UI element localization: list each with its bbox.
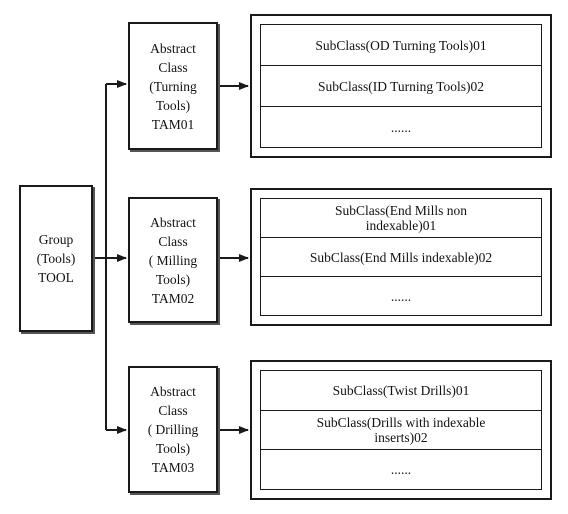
abstract-line: Tools): [155, 97, 191, 113]
subclass-row: ......: [261, 450, 541, 489]
group-line: (Tools): [36, 251, 76, 266]
abstract-line: (Turning: [149, 78, 197, 94]
abstract-line: Tools): [155, 271, 191, 287]
subclass-panel-drilling: SubClass(Twist Drills)01 SubClass(Drills…: [250, 360, 552, 500]
subclass-row: ......: [261, 277, 541, 315]
subclass-row: SubClass(Drills with indexable inserts)0…: [261, 411, 541, 451]
group-line: TOOL: [38, 270, 74, 285]
subclass-label: SubClass(ID Turning Tools)02: [317, 78, 485, 94]
abstract-line: Tools): [155, 441, 191, 456]
abstract-line: TAM01: [151, 116, 195, 132]
abstract-line: TAM02: [151, 290, 195, 306]
abstract-class-turning: Abstract Class (Turning Tools) TAM01: [128, 22, 218, 150]
abstract-line: Class: [158, 59, 188, 75]
subclass-list: SubClass(End Mills non indexable)01 SubC…: [260, 198, 542, 316]
subclass-row: SubClass(Twist Drills)01: [261, 371, 541, 411]
group-box: Group (Tools) TOOL: [19, 185, 93, 332]
abstract-line: Class: [158, 233, 188, 249]
subclass-row: SubClass(End Mills non indexable)01: [261, 199, 541, 238]
subclass-label: SubClass(Drills with indexable: [316, 415, 486, 430]
subclass-label: inserts)02: [374, 430, 428, 445]
subclass-label: SubClass(Twist Drills)01: [332, 382, 470, 398]
abstract-line: Class: [158, 403, 188, 418]
abstract-line: TAM03: [151, 460, 195, 475]
subclass-panel-turning: SubClass(OD Turning Tools)01 SubClass(ID…: [250, 14, 552, 158]
subclass-label: SubClass(End Mills indexable)02: [309, 249, 493, 265]
subclass-list: SubClass(OD Turning Tools)01 SubClass(ID…: [260, 24, 542, 148]
abstract-line: ( Drilling: [147, 422, 199, 437]
subclass-row: SubClass(OD Turning Tools)01: [261, 25, 541, 66]
subclass-row: SubClass(End Mills indexable)02: [261, 238, 541, 277]
ellipsis: ......: [390, 288, 412, 304]
ellipsis: ......: [390, 462, 412, 478]
abstract-line: Abstract: [150, 40, 196, 56]
subclass-row: ......: [261, 107, 541, 147]
ellipsis: ......: [390, 119, 412, 135]
subclass-label: SubClass(OD Turning Tools)01: [315, 37, 487, 53]
group-line: Group: [38, 232, 74, 247]
subclass-label: SubClass(End Mills non: [334, 203, 467, 218]
abstract-line: Abstract: [150, 384, 196, 399]
subclass-label: indexable)01: [365, 218, 437, 233]
subclass-list: SubClass(Twist Drills)01 SubClass(Drills…: [260, 370, 542, 490]
abstract-class-milling: Abstract Class ( Milling Tools) TAM02: [128, 197, 218, 323]
abstract-line: Abstract: [150, 214, 196, 230]
abstract-line: ( Milling: [148, 252, 198, 268]
subclass-row: SubClass(ID Turning Tools)02: [261, 66, 541, 107]
subclass-panel-milling: SubClass(End Mills non indexable)01 SubC…: [250, 188, 552, 326]
abstract-class-drilling: Abstract Class ( Drilling Tools) TAM03: [128, 366, 218, 493]
